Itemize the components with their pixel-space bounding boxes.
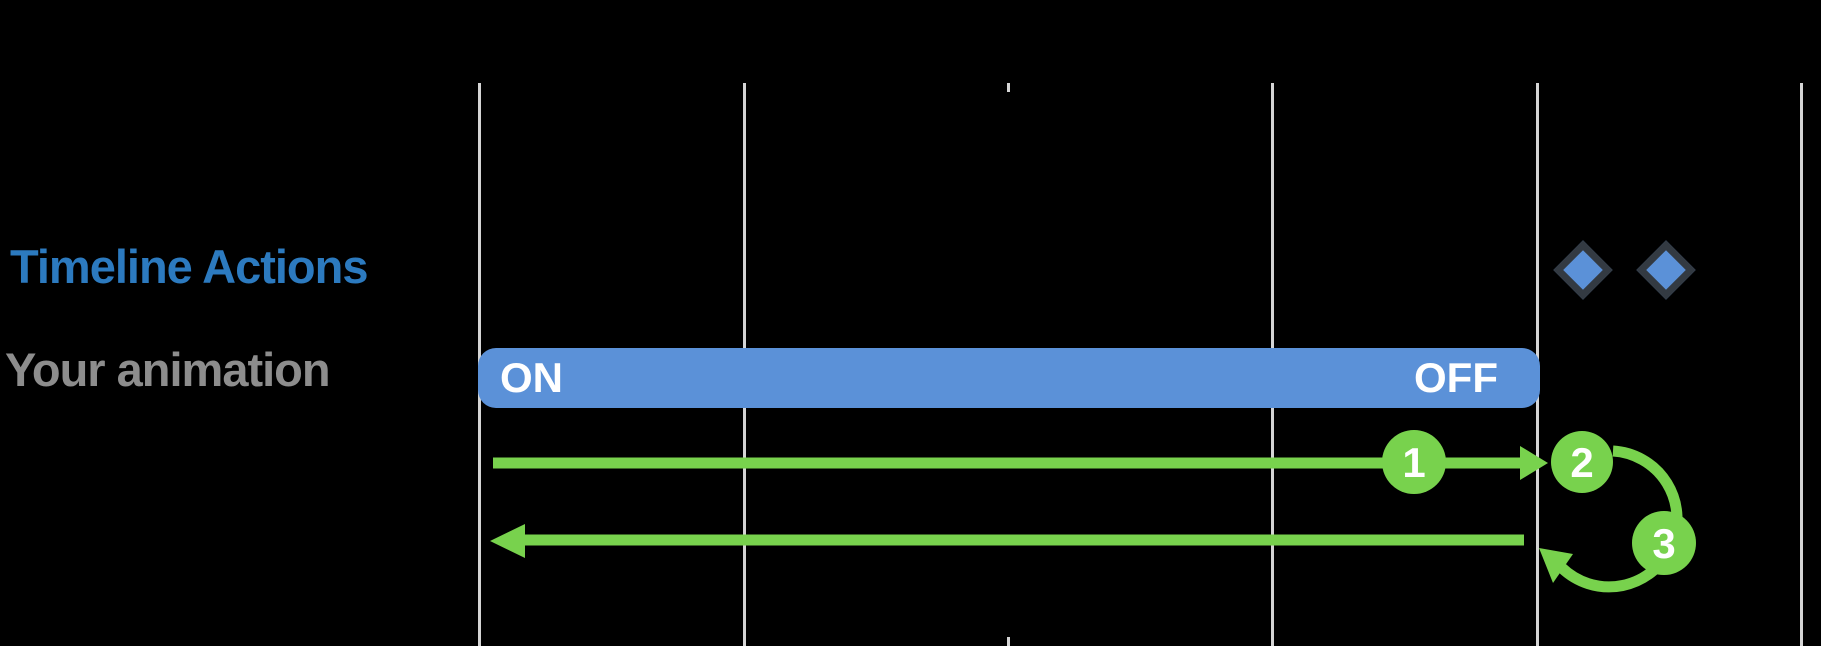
animation-state-bar: ON OFF bbox=[478, 348, 1540, 408]
gridline-3-top-tick bbox=[1007, 83, 1010, 92]
forward-arrowhead-icon bbox=[1520, 446, 1548, 480]
gridline-6 bbox=[1800, 83, 1803, 646]
return-arrowhead-icon bbox=[490, 524, 525, 558]
step-number-2: 2 bbox=[1570, 439, 1593, 486]
step-badge-1 bbox=[1382, 430, 1446, 494]
state-on-label: ON bbox=[500, 354, 563, 401]
step-badge-2 bbox=[1551, 431, 1613, 493]
step-badge-3 bbox=[1632, 511, 1696, 575]
step-number-3: 3 bbox=[1652, 520, 1675, 567]
your-animation-label: Your animation bbox=[5, 343, 331, 396]
step-number-1: 1 bbox=[1402, 439, 1425, 486]
timeline-actions-label: Timeline Actions bbox=[10, 240, 368, 293]
state-off-label: OFF bbox=[1414, 354, 1498, 401]
gridline-3-bottom-tick bbox=[1007, 637, 1010, 646]
loop-arrowhead-icon bbox=[1539, 548, 1573, 583]
